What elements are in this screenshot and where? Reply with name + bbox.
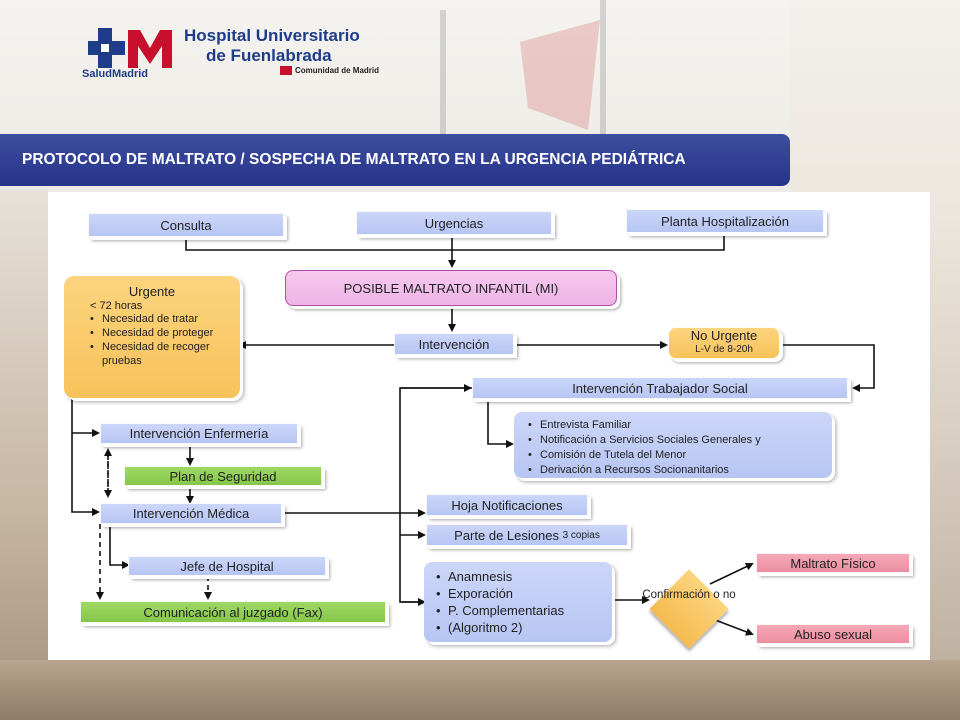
urgente-item: Necesidad de recoger pruebas: [90, 340, 228, 368]
connector-to-maltrato: [709, 562, 754, 585]
anamnesis-item: (Algoritmo 2): [436, 619, 602, 636]
abuso-sexual-box: Abuso sexual: [756, 624, 910, 644]
comunidad-flag-icon: [280, 66, 292, 76]
intervencion-box: Intervención: [394, 333, 514, 355]
parte-lesiones-label: Parte de Lesiones: [454, 527, 559, 543]
connector-to-social-items: [487, 400, 514, 448]
anamnesis-item: Exporación: [436, 585, 602, 602]
anamnesis-box: Anamnesis Exporación P. Complementarias …: [424, 562, 612, 642]
background-pole: [600, 0, 606, 140]
enfermeria-box: Intervención Enfermería: [100, 423, 298, 444]
social-action-item: Notificación a Servicios Sociales Genera…: [528, 433, 822, 448]
posible-maltrato-box: POSIBLE MALTRATO INFANTIL (MI): [285, 270, 617, 306]
parte-lesiones-box: Parte de Lesiones 3 copias: [426, 524, 628, 546]
connector-top-merge: [185, 234, 725, 251]
hospital-name-line2: de Fuenlabrada: [206, 46, 332, 65]
planta-hospitalizacion-box: Planta Hospitalización: [626, 209, 824, 233]
hospital-name-line1: Hospital Universitario: [184, 26, 360, 45]
consulta-box: Consulta: [88, 213, 284, 237]
urgente-subtitle: < 72 horas: [90, 300, 143, 312]
protocol-title-banner: PROTOCOLO DE MALTRATO / SOSPECHA DE MALT…: [0, 134, 790, 186]
decision-diamond-shape: [649, 569, 729, 649]
social-action-item: Comisión de Tutela del Menor: [528, 448, 822, 463]
urgente-title: Urgente: [128, 284, 176, 299]
confirmacion-label: Confirmación o no: [642, 589, 736, 601]
no-urgente-title: No Urgente: [690, 328, 758, 343]
anamnesis-item: P. Complementarias: [436, 602, 602, 619]
confirmacion-decision: Confirmación o no: [642, 569, 736, 649]
juzgado-box: Comunicación al juzgado (Fax): [80, 601, 386, 623]
social-action-item: Derivación a Recursos Socionanitarios: [528, 463, 822, 478]
connector-to-jefe: [109, 522, 130, 569]
hospital-logo: SaludMadrid Hospital Universitario de Fu…: [82, 24, 402, 84]
salud-madrid-label: SaludMadrid: [82, 68, 149, 80]
hoja-notificaciones-box: Hoja Notificaciones: [426, 494, 588, 516]
connector-to-trabajador: [780, 344, 875, 392]
urgente-box: Urgente < 72 horas Necesidad de tratar N…: [64, 276, 240, 398]
maltrato-fisico-box: Maltrato Físico: [756, 553, 910, 573]
connector-to-abuso: [709, 617, 754, 636]
salud-madrid-logo-icon: [88, 28, 172, 68]
no-urgente-subtitle: L-V de 8-20h: [695, 344, 753, 355]
urgencias-box: Urgencias: [356, 211, 552, 235]
comunidad-text: Comunidad de Madrid: [295, 66, 379, 75]
background-photo-bottom: [0, 660, 960, 720]
social-action-item: Entrevista Familiar: [528, 418, 822, 433]
urgente-item: Necesidad de tratar: [90, 312, 228, 326]
background-photo-left: [0, 190, 48, 720]
social-actions-box: Entrevista Familiar Notificación a Servi…: [514, 412, 832, 478]
connector-to-medica: [71, 398, 100, 516]
jefe-hospital-box: Jefe de Hospital: [128, 556, 326, 576]
intervencion-medica-box: Intervención Médica: [100, 503, 282, 524]
comunidad-madrid-label: Comunidad de Madrid: [280, 66, 379, 76]
urgente-item: Necesidad de proteger: [90, 326, 228, 340]
parte-lesiones-note: 3 copias: [562, 529, 600, 541]
no-urgente-box: No Urgente L-V de 8-20h: [668, 327, 780, 359]
plan-seguridad-box: Plan de Seguridad: [124, 466, 322, 486]
trabajador-social-box: Intervención Trabajador Social: [472, 377, 848, 399]
anamnesis-item: Anamnesis: [436, 568, 602, 585]
background-pole: [440, 10, 446, 140]
